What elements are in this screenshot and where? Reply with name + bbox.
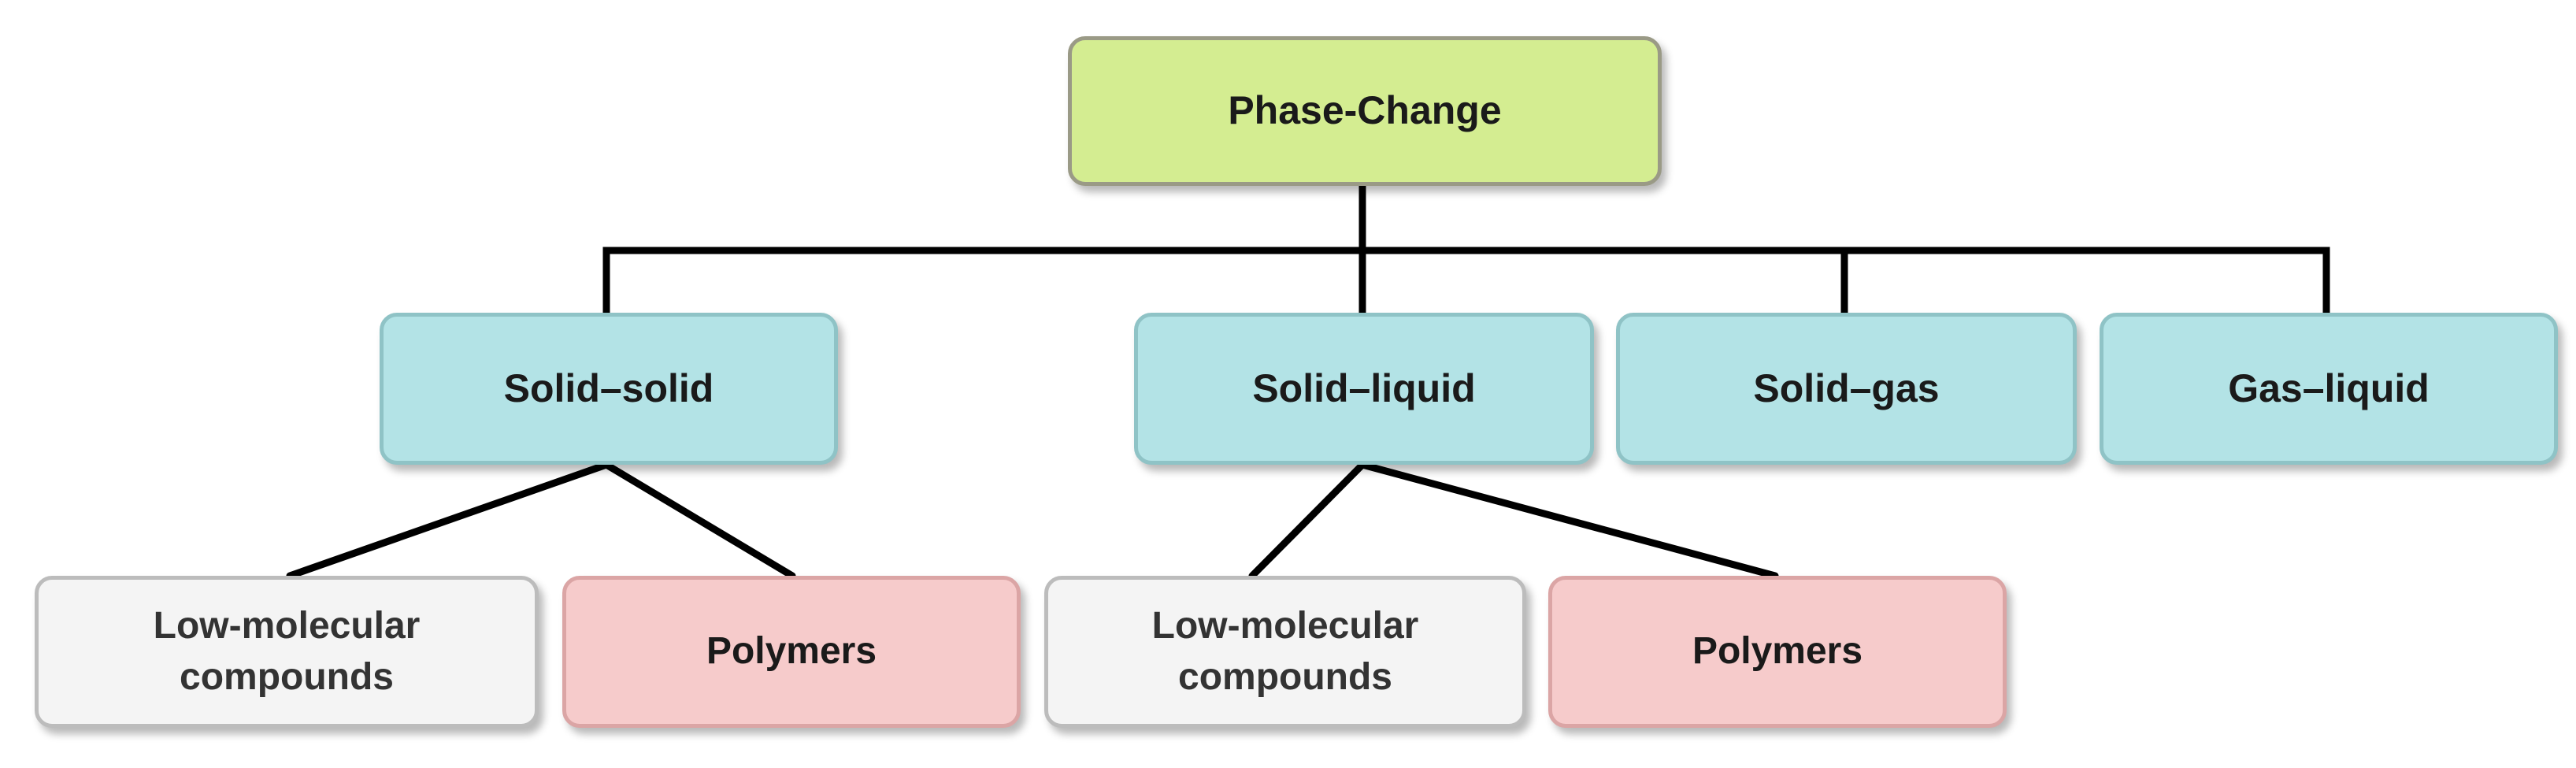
leaf-node-line2: compounds bbox=[180, 655, 394, 698]
leaf-node-solid-liquid-polymers: Polymers bbox=[1548, 576, 2007, 728]
leaf-node-label: Polymers bbox=[1692, 630, 1863, 673]
connector-solid-liquid-to-polymers bbox=[1358, 461, 1779, 580]
connector-solid-solid-to-low-molecular bbox=[286, 461, 610, 580]
leaf-node-solid-solid-low-molecular: Low-molecular compounds bbox=[35, 576, 539, 728]
category-node-label: Gas–liquid bbox=[2228, 365, 2430, 410]
leaf-node-line1: Low-molecular bbox=[1151, 604, 1419, 647]
category-node-label: Solid–solid bbox=[503, 365, 714, 410]
leaf-node-label: Polymers bbox=[706, 630, 877, 673]
root-node-phase-change: Phase-Change bbox=[1068, 36, 1662, 186]
leaf-node-solid-liquid-low-molecular: Low-molecular compounds bbox=[1044, 576, 1526, 728]
leaf-node-line2: compounds bbox=[1178, 655, 1392, 698]
leaf-node-line1: Low-molecular bbox=[153, 604, 421, 647]
category-node-solid-liquid: Solid–liquid bbox=[1134, 313, 1594, 465]
category-node-solid-solid: Solid–solid bbox=[380, 313, 838, 465]
connector-solid-solid-to-polymers bbox=[602, 461, 796, 580]
category-node-label: Solid–gas bbox=[1753, 365, 1940, 410]
leaf-node-solid-solid-polymers: Polymers bbox=[562, 576, 1021, 728]
category-node-solid-gas: Solid–gas bbox=[1616, 313, 2077, 465]
root-node-label: Phase-Change bbox=[1228, 88, 1502, 133]
leaf-node-text: Low-molecular compounds bbox=[1152, 601, 1419, 703]
category-node-label: Solid–liquid bbox=[1252, 365, 1476, 410]
connector-solid-liquid-to-low-molecular bbox=[1248, 461, 1366, 580]
leaf-node-text: Low-molecular compounds bbox=[154, 601, 421, 703]
category-node-gas-liquid: Gas–liquid bbox=[2100, 313, 2558, 465]
